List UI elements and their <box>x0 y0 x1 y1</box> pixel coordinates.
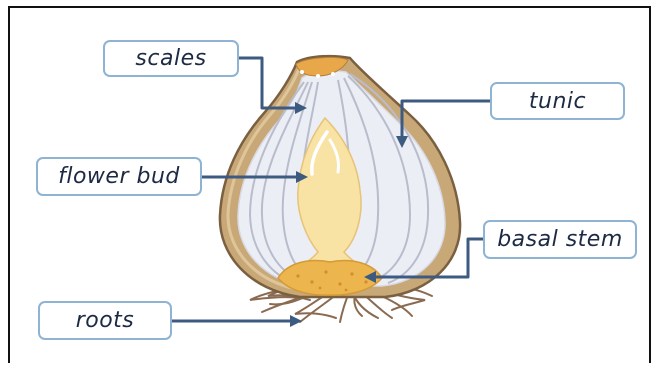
label-basal-stem: basal stem <box>483 220 637 259</box>
label-roots: roots <box>38 301 172 340</box>
label-tunic: tunic <box>490 82 625 120</box>
label-scales: scales <box>103 40 239 77</box>
label-flower-bud: flower bud <box>36 157 202 196</box>
